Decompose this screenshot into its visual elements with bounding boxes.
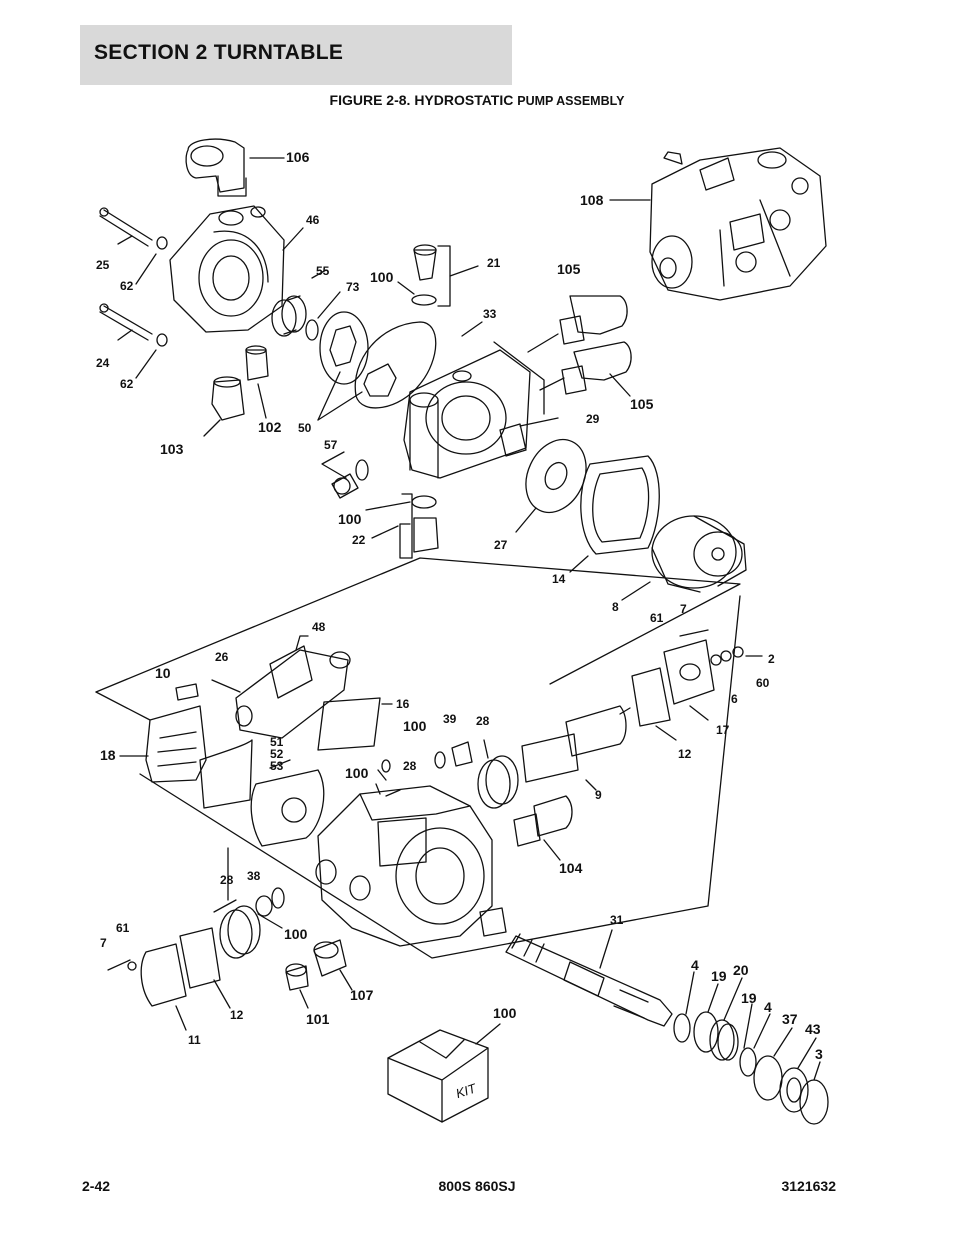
shaft-seals-rings-part: [673, 971, 829, 1125]
callout-38: 38: [247, 869, 261, 883]
callout-100f: 100: [493, 1005, 517, 1021]
callout-28b: 28: [403, 759, 417, 773]
callout-20: 20: [733, 962, 749, 978]
callout-19b: 19: [741, 990, 757, 1006]
assembly-guide-lines: [95, 557, 741, 959]
bearing-gerotor-part: [271, 269, 437, 421]
callout-2: 2: [768, 652, 775, 666]
fitting-104-part: [513, 795, 573, 861]
callout-4a: 4: [691, 957, 699, 973]
callout-10: 10: [155, 665, 171, 681]
callout-21: 21: [487, 256, 501, 270]
callout-43: 43: [805, 1021, 821, 1037]
complete-pump-assembly-part: [609, 147, 827, 301]
callout-7a: 7: [680, 602, 687, 616]
callout-3: 3: [815, 1046, 823, 1062]
kit-box-part: [387, 1023, 501, 1123]
callout-108: 108: [580, 192, 604, 208]
callout-100d: 100: [345, 765, 369, 781]
callout-16: 16: [396, 697, 410, 711]
fittings-part: [203, 345, 269, 437]
callout-48: 48: [312, 620, 326, 634]
callout-105b: 105: [630, 396, 654, 412]
end-cover-part: [169, 205, 304, 333]
callout-57: 57: [324, 438, 338, 452]
callout-52: 52: [270, 747, 284, 761]
valve-plate-gasket-part: [515, 438, 747, 601]
callout-12a: 12: [678, 747, 692, 761]
servo-piston-part: [377, 705, 631, 809]
drive-shaft-part: [505, 929, 673, 1027]
side-cover-part: [631, 629, 763, 741]
valve-body-part: [403, 321, 559, 479]
callout-6: 6: [731, 692, 738, 706]
callout-28c: 28: [220, 873, 234, 887]
callout-24: 24: [96, 356, 110, 370]
bolts-washers-part: [99, 207, 168, 379]
callout-61a: 61: [650, 611, 664, 625]
callout-103: 103: [160, 441, 184, 457]
callout-14: 14: [552, 572, 566, 586]
callout-37: 37: [782, 1011, 798, 1027]
fittings-105-part: [527, 295, 632, 397]
callout-22: 22: [352, 533, 366, 547]
callout-60: 60: [756, 676, 770, 690]
callout-33: 33: [483, 307, 497, 321]
footer-model: 800S 860SJ: [438, 1178, 516, 1194]
callout-101: 101: [306, 1011, 330, 1027]
callout-18: 18: [100, 747, 116, 763]
elbow-fitting-part: [185, 138, 285, 197]
callout-104: 104: [559, 860, 583, 876]
callout-31: 31: [610, 913, 624, 927]
callout-17: 17: [716, 723, 730, 737]
relief-valve-upper-part: [397, 244, 479, 307]
callout-9: 9: [595, 788, 602, 802]
figure-title: FIGURE 2-8. HYDROSTATIC PUMP ASSEMBLY: [0, 92, 954, 108]
section-header: SECTION 2 TURNTABLE: [80, 25, 512, 85]
callout-27: 27: [494, 538, 508, 552]
callout-19a: 19: [711, 968, 727, 984]
callout-51: 51: [270, 735, 284, 749]
callout-8: 8: [612, 600, 619, 614]
callout-50: 50: [298, 421, 312, 435]
section-title: SECTION 2 TURNTABLE: [94, 41, 344, 64]
callout-46: 46: [306, 213, 320, 227]
pump-housing-part: [315, 783, 507, 947]
callout-100b: 100: [338, 511, 362, 527]
callout-106: 106: [286, 149, 310, 165]
callout-100a: 100: [370, 269, 394, 285]
callout-12b: 12: [230, 1008, 244, 1022]
callout-102: 102: [258, 419, 282, 435]
callout-53: 53: [270, 759, 284, 773]
callout-39: 39: [443, 712, 457, 726]
footer-page-number: 2-42: [82, 1178, 111, 1194]
control-cover-part: [119, 705, 325, 847]
callout-73: 73: [346, 280, 360, 294]
callout-28a: 28: [476, 714, 490, 728]
callout-55: 55: [316, 264, 330, 278]
callout-25: 25: [96, 258, 110, 272]
control-valve-part: [175, 635, 393, 751]
callout-105a: 105: [557, 261, 581, 277]
callout-11: 11: [188, 1033, 201, 1047]
callout-107: 107: [350, 987, 374, 1003]
callout-100e: 100: [284, 926, 308, 942]
callout-26: 26: [215, 650, 229, 664]
figure-title-main: FIGURE 2-8. HYDROSTATIC: [329, 92, 518, 108]
left-cover-group-part: [107, 847, 285, 1031]
kit-box-label: KIT: [454, 1080, 479, 1101]
callout-62b: 62: [120, 377, 134, 391]
fittings-101-107-part: [285, 939, 353, 1009]
callout-29: 29: [586, 412, 600, 426]
callout-4b: 4: [764, 999, 772, 1015]
callout-100c: 100: [403, 718, 427, 734]
figure-title-small: PUMP ASSEMBLY: [517, 94, 625, 108]
callout-7b: 7: [100, 936, 107, 950]
callout-62a: 62: [120, 279, 134, 293]
relief-valve-lower-part: [321, 451, 439, 559]
callout-61b: 61: [116, 921, 130, 935]
footer-doc-number: 3121632: [781, 1178, 836, 1194]
